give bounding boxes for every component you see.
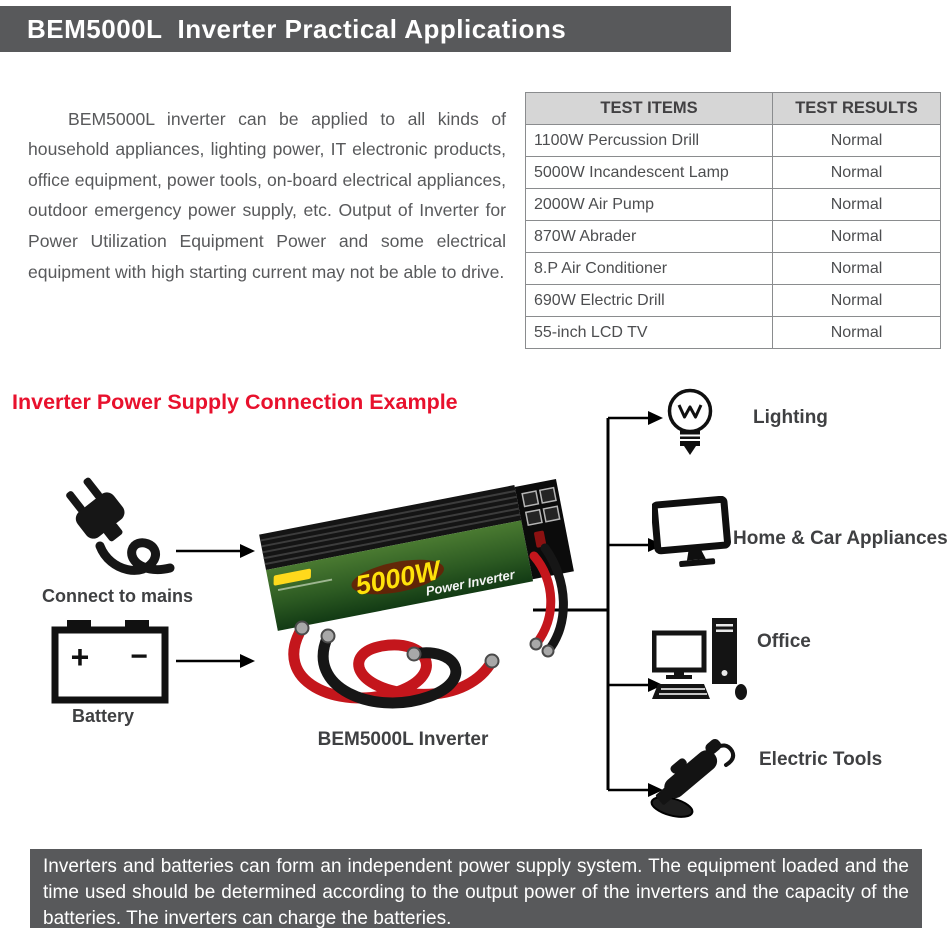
table-row: 5000W Incandescent Lamp Normal bbox=[525, 156, 941, 189]
battery-plus-sign: + bbox=[71, 639, 90, 675]
battery-label: Battery bbox=[72, 706, 135, 726]
test-results-table: TEST ITEMS TEST RESULTS 1100W Percussion… bbox=[525, 92, 941, 349]
mains-label: Connect to mains bbox=[42, 586, 194, 606]
inverter-label: BEM5000L Inverter bbox=[317, 729, 489, 750]
table-row: 690W Electric Drill Normal bbox=[525, 284, 941, 317]
arrow-to-lighting bbox=[608, 411, 663, 425]
plug-icon bbox=[66, 477, 175, 575]
table-row: 55-inch LCD TV Normal bbox=[525, 316, 941, 349]
battery-minus-sign: − bbox=[130, 640, 148, 673]
section-title: Inverter Power Supply Connection Example bbox=[12, 390, 458, 414]
table-header-test-results: TEST RESULTS bbox=[772, 92, 941, 125]
footer-banner: Inverters and batteries can form an inde… bbox=[30, 849, 922, 929]
table-row: 1100W Percussion Drill Normal bbox=[525, 124, 941, 157]
test-result: Normal bbox=[772, 316, 941, 349]
inverter-image: 5000W Power Inverter bbox=[259, 479, 574, 709]
test-result: Normal bbox=[772, 284, 941, 317]
office-label: Office bbox=[757, 631, 811, 652]
table-header-test-items: TEST ITEMS bbox=[525, 92, 773, 125]
test-item: 2000W Air Pump bbox=[525, 188, 773, 221]
intro-paragraph: BEM5000L inverter can be applied to all … bbox=[28, 108, 506, 282]
header-banner: BEM5000L Inverter Practical Applications bbox=[0, 6, 731, 52]
test-result: Normal bbox=[772, 124, 941, 157]
footer-text: Inverters and batteries can form an inde… bbox=[43, 856, 909, 929]
test-result: Normal bbox=[772, 188, 941, 221]
test-result: Normal bbox=[772, 252, 941, 285]
power-tool-icon bbox=[650, 738, 736, 818]
lighting-label: Lighting bbox=[753, 407, 828, 428]
electric-tools-label: Electric Tools bbox=[759, 749, 883, 770]
table-row: 2000W Air Pump Normal bbox=[525, 188, 941, 221]
test-item: 1100W Percussion Drill bbox=[525, 124, 773, 157]
test-result: Normal bbox=[772, 220, 941, 253]
table-header-row: TEST ITEMS TEST RESULTS bbox=[525, 92, 941, 125]
test-item: 55-inch LCD TV bbox=[525, 316, 773, 349]
appliances-label: Home & Car Appliances bbox=[733, 528, 948, 549]
bulb-icon bbox=[667, 388, 713, 455]
table-row: 870W Abrader Normal bbox=[525, 220, 941, 253]
tv-icon bbox=[652, 496, 731, 568]
test-result: Normal bbox=[772, 156, 941, 189]
test-item: 8.P Air Conditioner bbox=[525, 252, 773, 285]
battery-icon: + − bbox=[51, 620, 169, 704]
test-item: 870W Abrader bbox=[525, 220, 773, 253]
test-item: 5000W Incandescent Lamp bbox=[525, 156, 773, 189]
table-row: 8.P Air Conditioner Normal bbox=[525, 252, 941, 285]
computer-icon bbox=[652, 618, 747, 700]
page-title: BEM5000L Inverter Practical Applications bbox=[27, 14, 567, 44]
test-item: 690W Electric Drill bbox=[525, 284, 773, 317]
